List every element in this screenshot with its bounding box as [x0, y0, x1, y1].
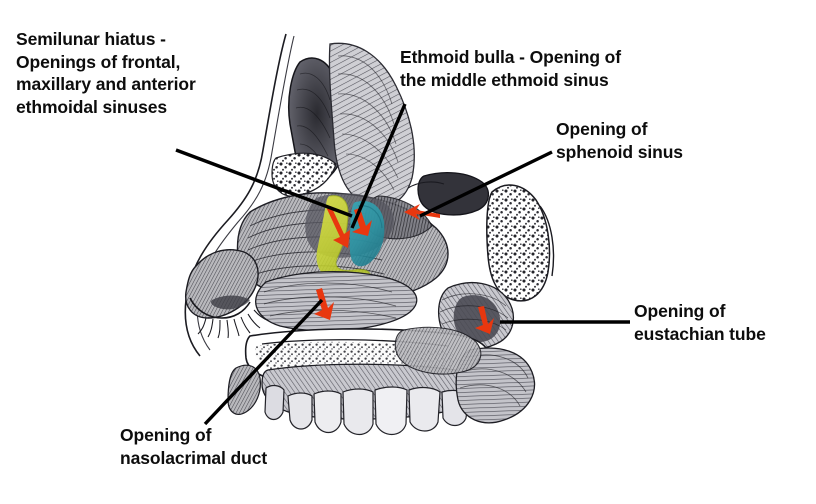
label-semilunar-hiatus: Semilunar hiatus - Openings of frontal, …: [16, 29, 196, 117]
upper-teeth: [261, 363, 488, 436]
leader-lines: [175, 103, 630, 426]
label-nasolacrimal-duct-opening: Opening of nasolacrimal duct: [120, 425, 268, 468]
leader-semilunar: [175, 148, 353, 218]
leader-nasolacrimal: [203, 298, 324, 426]
label-ethmoid-bulla: Ethmoid bulla - Opening of the middle et…: [400, 47, 621, 90]
label-sphenoid-sinus-opening: Opening of sphenoid sinus: [556, 119, 683, 162]
frontal-bone-shading: [328, 42, 415, 208]
inferior-meatus: [255, 270, 418, 332]
sphenoid-sinus: [407, 171, 489, 216]
nasal-vestibule: [185, 248, 270, 339]
vibrissae-icon: [197, 309, 270, 339]
teeth-row: [264, 384, 470, 436]
label-eustachian-tube-opening: Opening of eustachian tube: [634, 301, 766, 344]
arrow-semilunar-hiatus: [327, 206, 350, 248]
leader-ethmoid: [350, 103, 407, 229]
arrow-eustachian: [475, 306, 494, 334]
nasopharynx: [394, 326, 482, 375]
arrow-nasolacrimal: [314, 288, 334, 320]
cancellous-bone-posterior: [486, 184, 555, 302]
anatomy-drawing: [184, 33, 555, 436]
leader-sphenoid: [419, 150, 553, 218]
arrow-sphenoid-sinus: [404, 204, 440, 220]
